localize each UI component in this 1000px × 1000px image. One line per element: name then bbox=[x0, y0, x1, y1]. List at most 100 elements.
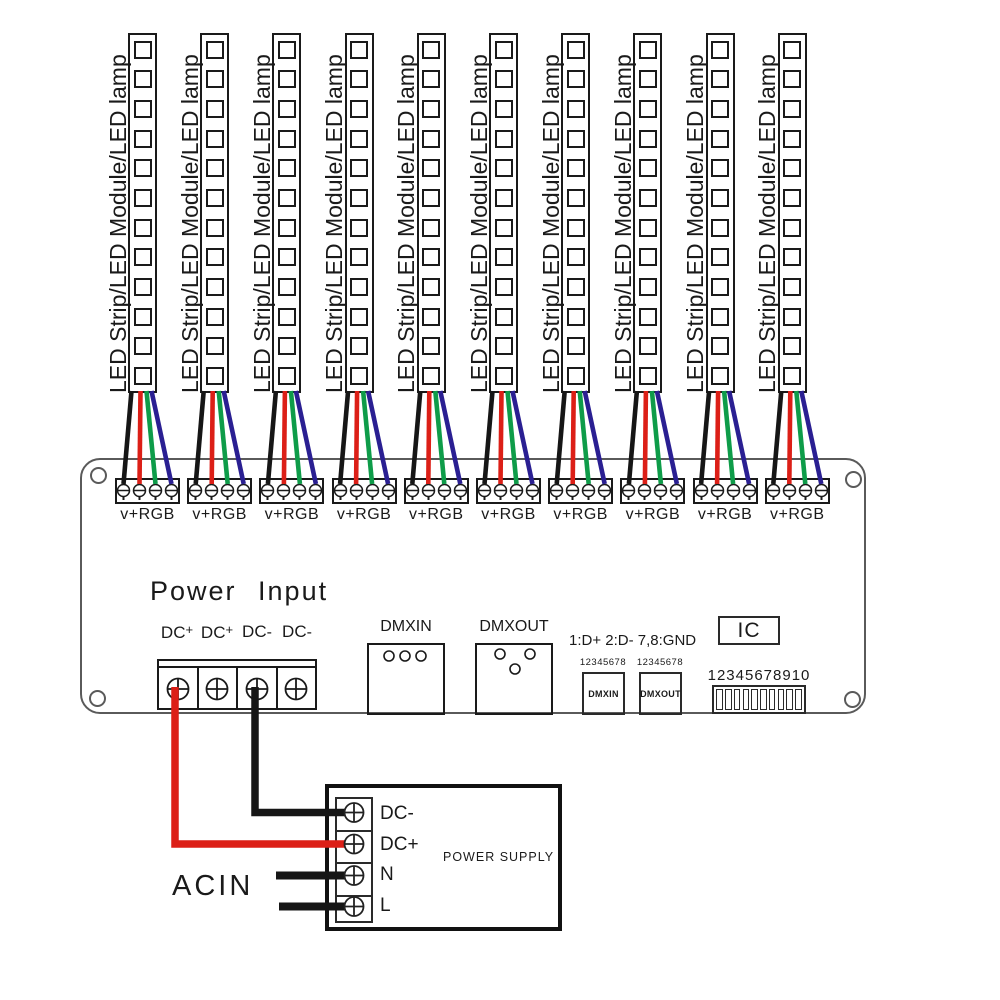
led-cell bbox=[277, 367, 296, 386]
output-terminal-screws bbox=[766, 483, 829, 500]
led-cell bbox=[133, 248, 152, 267]
led-cell bbox=[638, 307, 657, 326]
output-terminal-screws bbox=[622, 483, 684, 500]
output-terminal-label: v+RGB bbox=[192, 506, 247, 523]
led-cell bbox=[422, 189, 441, 208]
led-cell bbox=[350, 367, 369, 386]
led-cell bbox=[638, 337, 657, 356]
dip-switch-dmxout-label: DMXOUT bbox=[640, 688, 681, 699]
led-cell bbox=[350, 248, 369, 267]
led-cell bbox=[638, 129, 657, 148]
led-cell bbox=[783, 40, 802, 59]
led-cell bbox=[205, 367, 224, 386]
led-cell bbox=[638, 248, 657, 267]
led-cell bbox=[350, 218, 369, 237]
led-cell bbox=[277, 218, 296, 237]
led-cell bbox=[494, 278, 513, 297]
led-cell bbox=[783, 218, 802, 237]
output-terminal-label: v+RGB bbox=[770, 506, 825, 523]
led-cell bbox=[566, 159, 585, 178]
led-cell bbox=[638, 218, 657, 237]
led-strip-label: LED Strip/LED Module/LED lamp bbox=[754, 54, 781, 393]
screw-terminal bbox=[159, 668, 197, 710]
dip-switch-position bbox=[725, 689, 732, 710]
led-cell bbox=[494, 189, 513, 208]
output-terminal-screws bbox=[333, 483, 395, 500]
led-cell bbox=[783, 248, 802, 267]
led-cell bbox=[783, 278, 802, 297]
led-cell bbox=[277, 129, 296, 148]
dip-switch-position bbox=[795, 689, 802, 710]
dip-switch-position bbox=[716, 689, 723, 710]
screw bbox=[166, 677, 190, 701]
led-cell bbox=[133, 218, 152, 237]
power-input-terminal-block bbox=[157, 659, 317, 710]
led-cell bbox=[422, 159, 441, 178]
power-screw-terminals bbox=[159, 668, 315, 710]
led-cell bbox=[566, 40, 585, 59]
power-terminal-label: DC+ bbox=[160, 622, 194, 642]
mounting-hole bbox=[844, 691, 861, 708]
output-terminal-label: v+RGB bbox=[120, 506, 175, 523]
led-cell bbox=[783, 159, 802, 178]
output-terminal-label: v+RGB bbox=[264, 506, 320, 523]
led-cell bbox=[133, 189, 152, 208]
led-cell bbox=[133, 100, 152, 119]
led-strip-label: LED Strip/LED Module/LED lamp bbox=[393, 54, 420, 393]
led-cell bbox=[638, 189, 657, 208]
led-cell bbox=[277, 337, 296, 356]
led-cell bbox=[783, 129, 802, 148]
led-strip-label: LED Strip/LED Module/LED lamp bbox=[176, 54, 203, 393]
screw bbox=[205, 677, 229, 701]
led-cell bbox=[422, 248, 441, 267]
led-cell bbox=[133, 337, 152, 356]
dmxin-label: DMXIN bbox=[380, 618, 432, 635]
led-cell bbox=[494, 367, 513, 386]
output-terminal-screws bbox=[477, 483, 540, 500]
led-cell bbox=[638, 40, 657, 59]
screw-terminal bbox=[275, 668, 316, 710]
address-dip-scale: 12345678910 bbox=[707, 667, 811, 684]
output-terminal-block bbox=[403, 478, 469, 504]
led-cell bbox=[205, 307, 224, 326]
led-cell bbox=[494, 218, 513, 237]
power-supply-label: POWER SUPPLY bbox=[443, 850, 555, 864]
dip-switch-position bbox=[751, 689, 758, 710]
dip-switch-position bbox=[768, 689, 776, 710]
led-cell bbox=[494, 129, 513, 148]
led-cell bbox=[205, 248, 224, 267]
dip-switch-position bbox=[777, 689, 785, 710]
led-cell bbox=[422, 307, 441, 326]
led-cell bbox=[638, 100, 657, 119]
terminal-block-lip bbox=[159, 661, 315, 668]
dip-scale-dmxout: 12345678 bbox=[636, 657, 684, 668]
led-cell bbox=[350, 129, 369, 148]
power-supply-terminal-label: DC+ bbox=[380, 833, 419, 855]
led-cell bbox=[350, 159, 369, 178]
dmx-pin-note: 1:D+ 2:D- 7,8:GND bbox=[569, 632, 697, 649]
led-cell bbox=[494, 40, 513, 59]
led-cell bbox=[494, 159, 513, 178]
dip-switch-position bbox=[742, 689, 750, 710]
led-cell bbox=[133, 367, 152, 386]
led-cell bbox=[566, 337, 585, 356]
output-terminal-label: v+RGB bbox=[625, 506, 681, 523]
led-cell bbox=[277, 248, 296, 267]
led-cell bbox=[711, 367, 730, 386]
power-supply-terminal-label: L bbox=[380, 895, 391, 916]
led-cell bbox=[494, 248, 513, 267]
led-strip bbox=[344, 33, 374, 393]
ic-chip: IC bbox=[718, 616, 780, 645]
led-cell bbox=[205, 100, 224, 119]
led-cell bbox=[350, 307, 369, 326]
led-cell bbox=[783, 100, 802, 119]
led-strip bbox=[128, 33, 157, 393]
led-cell bbox=[783, 70, 802, 89]
led-cell bbox=[133, 40, 152, 59]
power-terminal-label: DC+ bbox=[200, 622, 234, 642]
led-strip bbox=[561, 33, 591, 393]
screw-terminal bbox=[236, 668, 276, 710]
led-cell bbox=[422, 337, 441, 356]
